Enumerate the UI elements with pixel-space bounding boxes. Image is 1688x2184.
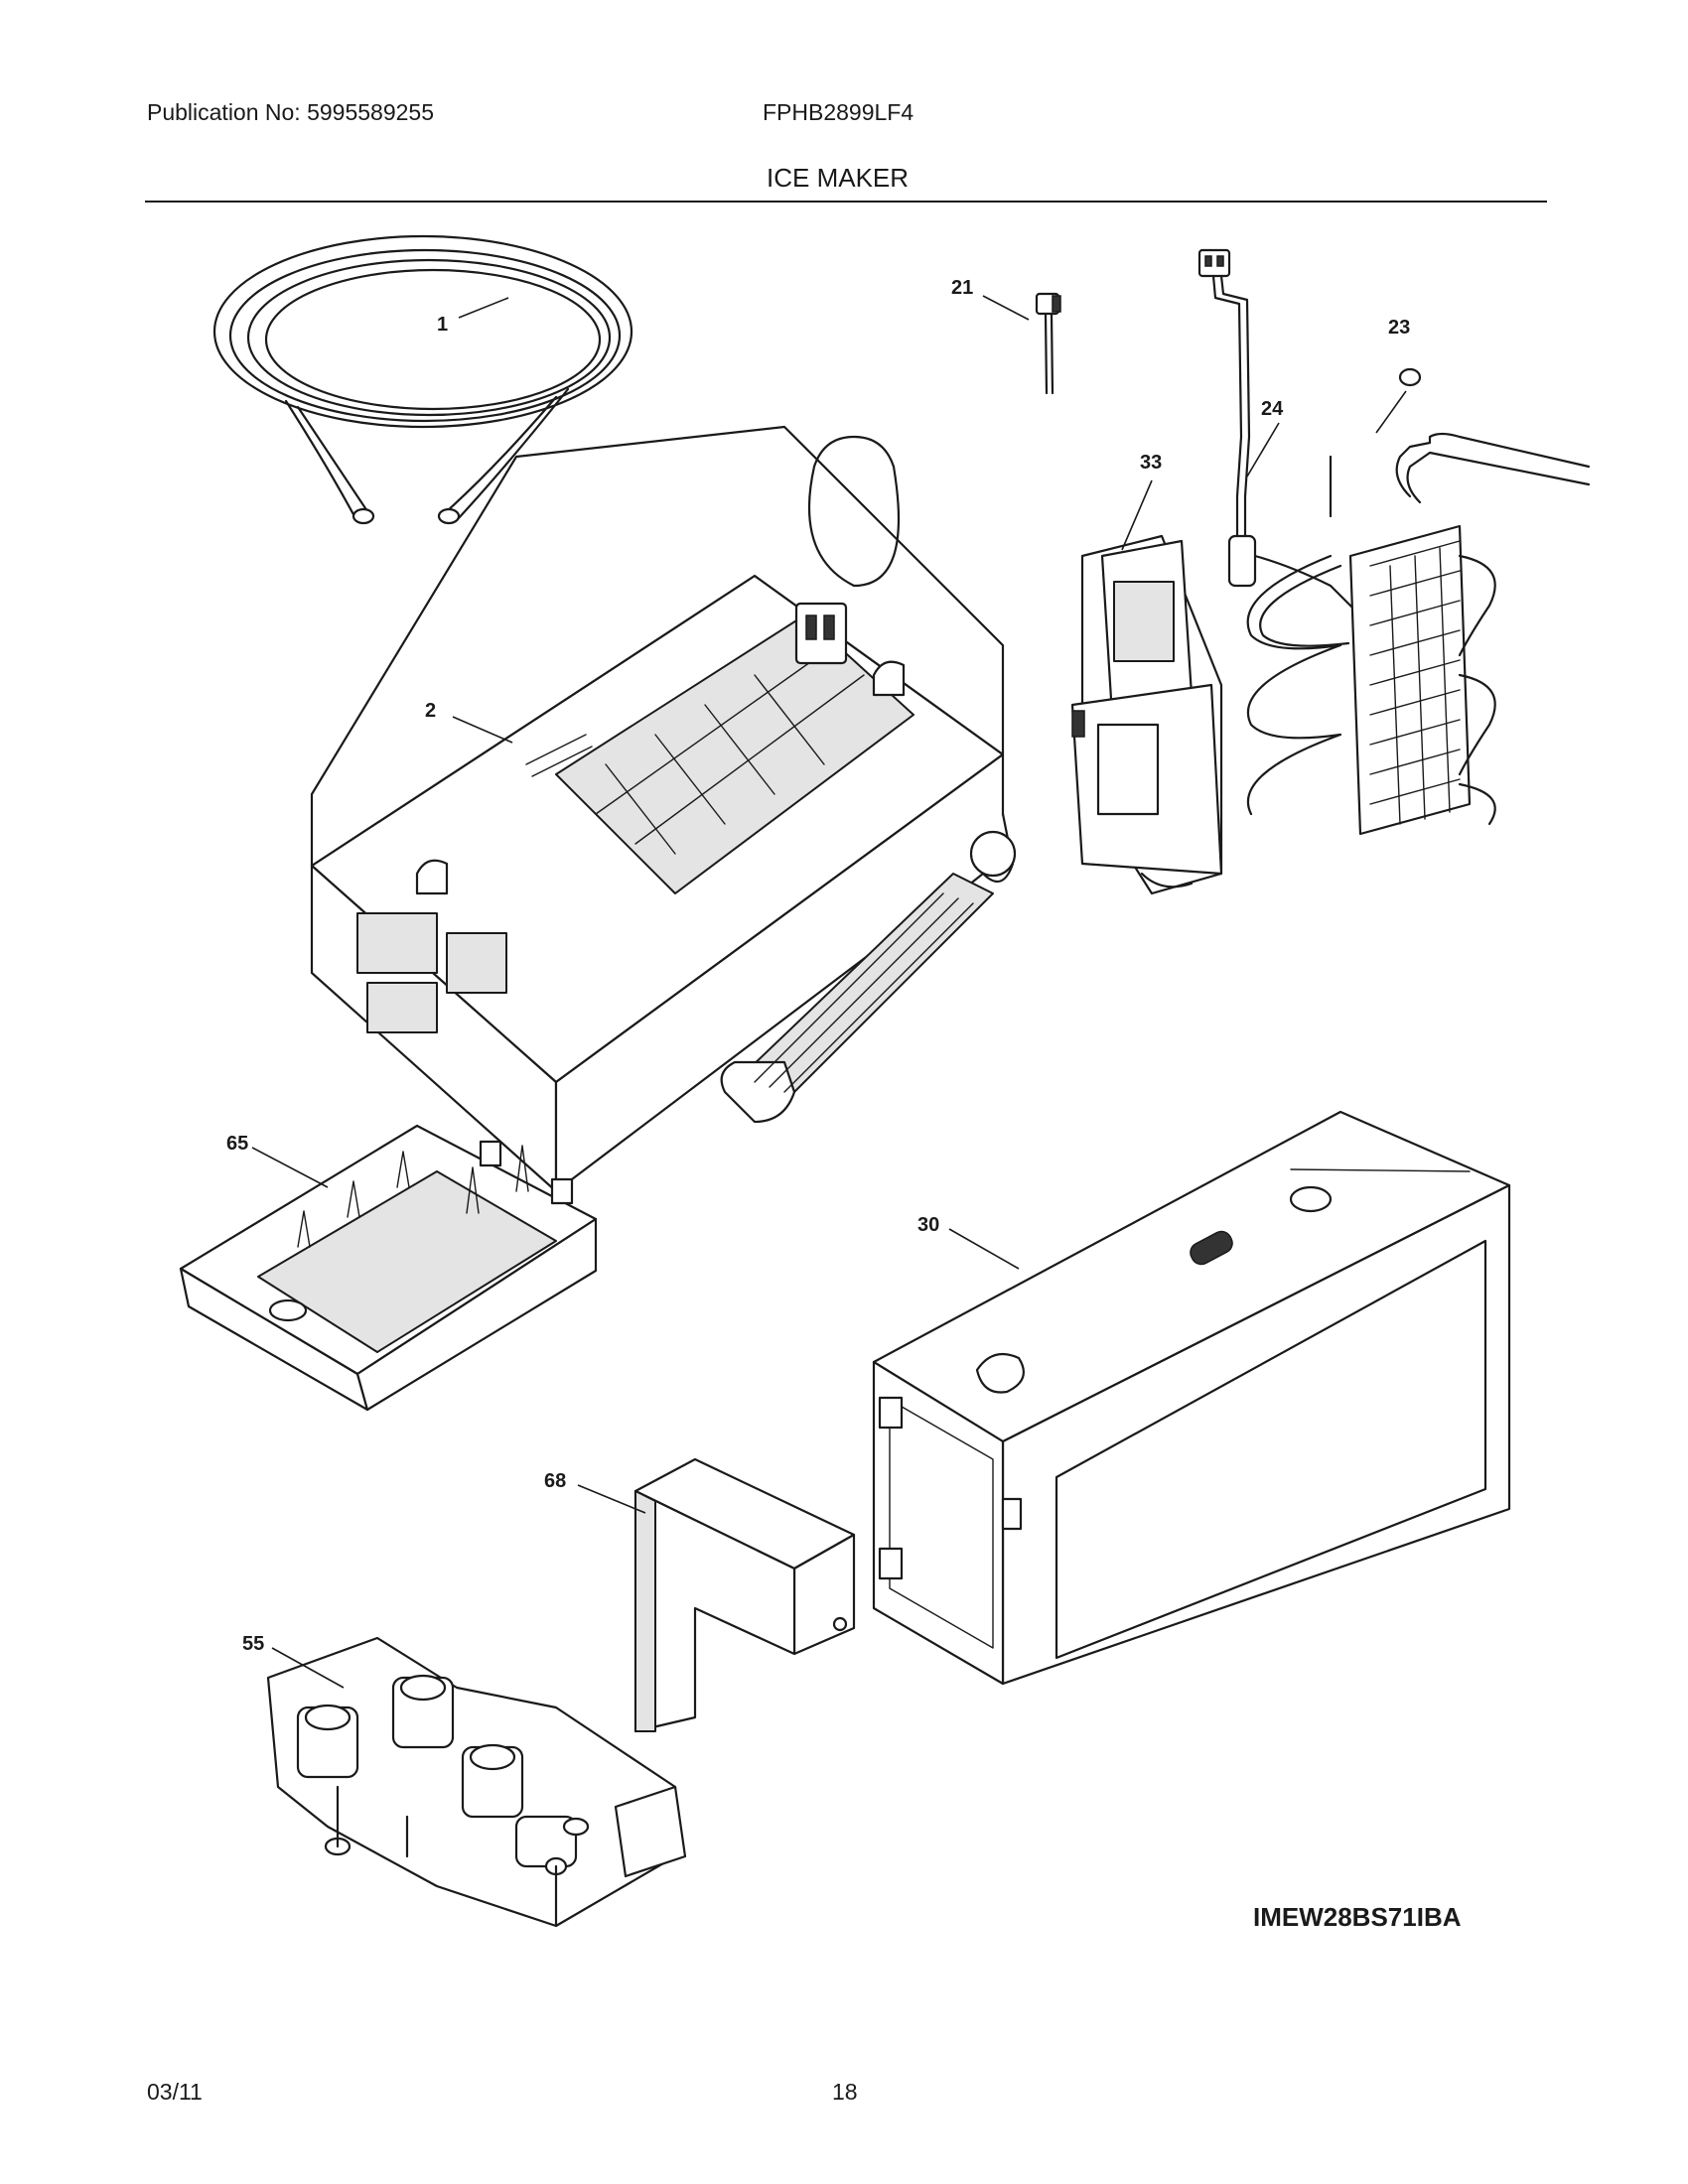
- callout-24: 24: [1261, 398, 1284, 420]
- part-heater-harness: [1197, 248, 1362, 617]
- callout-1: 1: [437, 314, 448, 336]
- header-rule: [145, 201, 1547, 203]
- part-ice-bin-housing: [872, 1110, 1511, 1686]
- part-ice-chute: [633, 1457, 856, 1733]
- part-bracket: [1070, 534, 1223, 895]
- section-title: ICE MAKER: [767, 163, 910, 193]
- part-evaporator: [1246, 367, 1591, 836]
- diagram-code: IMEW28BS71IBA: [1253, 1902, 1462, 1932]
- callout-21: 21: [951, 277, 973, 299]
- callout-2: 2: [425, 700, 436, 722]
- callout-30: 30: [917, 1214, 939, 1236]
- publication-number: Publication No: 5995589255: [147, 99, 435, 125]
- part-thermistor: [1035, 292, 1061, 395]
- part-water-valve: [266, 1636, 687, 1928]
- footer-page-number: 18: [832, 2079, 858, 2105]
- part-ice-maker-assembly: [310, 425, 1017, 1193]
- part-water-tube: [212, 234, 633, 525]
- callout-65: 65: [226, 1133, 248, 1155]
- part-ice-tray: [179, 1124, 598, 1412]
- callout-68: 68: [544, 1470, 566, 1492]
- footer-date: 03/11: [147, 2079, 203, 2105]
- callout-33: 33: [1140, 452, 1162, 474]
- ice-maker-markings: [525, 734, 593, 777]
- model-number: FPHB2899LF4: [763, 99, 914, 125]
- callout-55: 55: [242, 1633, 264, 1655]
- callout-23: 23: [1388, 317, 1410, 339]
